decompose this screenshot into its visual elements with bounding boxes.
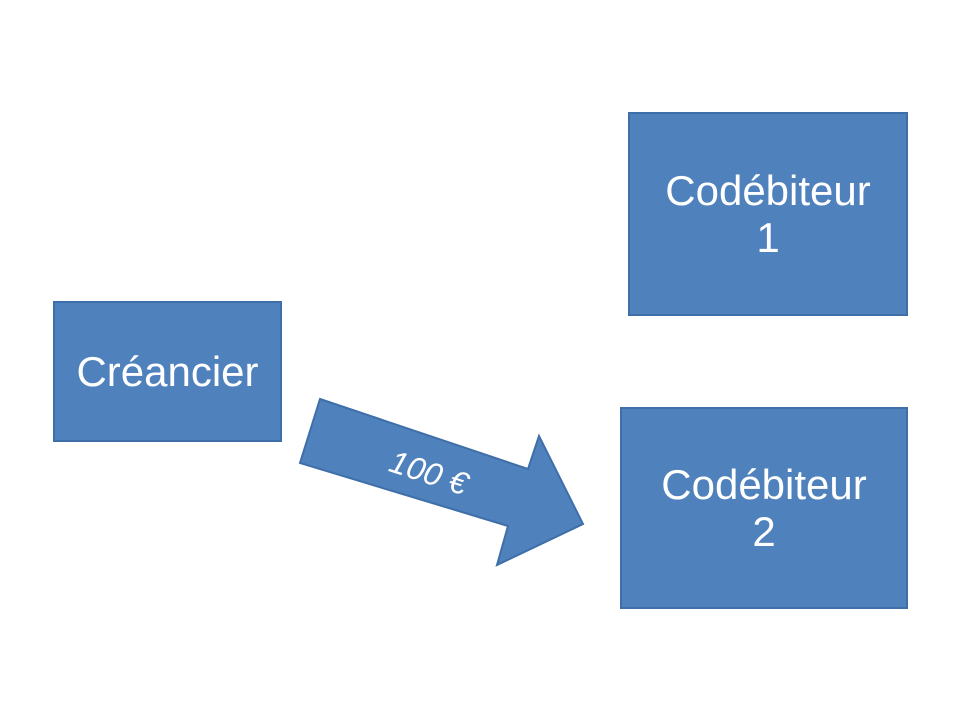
codebtor-1-box: Codébiteur 1	[628, 112, 908, 316]
codebtor-2-label-line1: Codébiteur	[661, 460, 867, 508]
codebtor-1-label-line1: Codébiteur	[665, 166, 871, 214]
codebtor-2-label-line2: 2	[752, 508, 776, 555]
codebtor-2-box: Codébiteur 2	[620, 407, 908, 609]
payment-arrow-shape	[298, 397, 585, 567]
codebtor-1-label-line2: 1	[756, 214, 780, 261]
creditor-label: Créancier	[76, 347, 259, 395]
creditor-box: Créancier	[53, 301, 282, 442]
